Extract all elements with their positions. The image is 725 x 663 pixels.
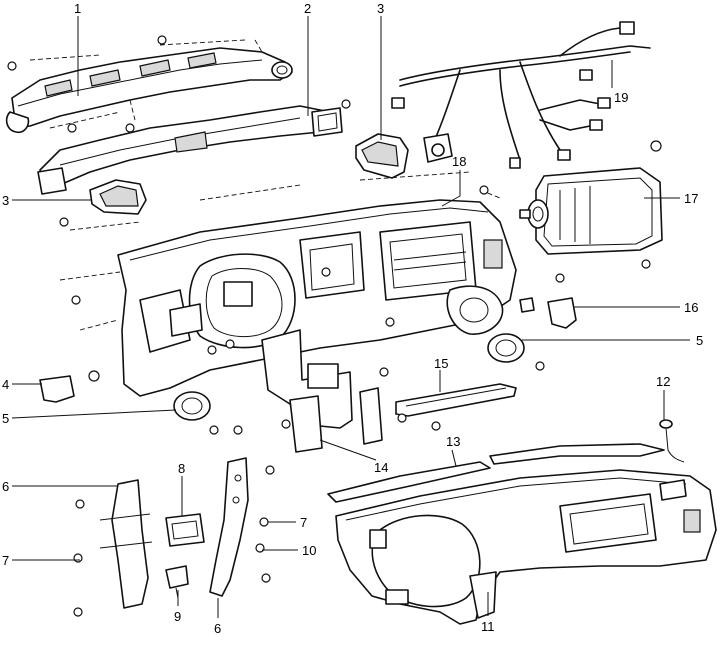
dash-top-trim-strip <box>327 443 665 503</box>
callout-18: 18 <box>452 154 466 169</box>
callout-7-right: 7 <box>300 515 307 530</box>
callout-13: 13 <box>446 434 460 449</box>
upper-air-duct <box>5 39 293 134</box>
dashboard-frame <box>59 171 517 397</box>
speaker-grille-left <box>173 391 211 421</box>
callout-8: 8 <box>178 461 185 476</box>
callout-labels: 1 2 3 3 4 5 5 6 6 7 7 8 9 10 11 12 13 14… <box>2 1 703 636</box>
support-bracket-right <box>209 457 249 597</box>
callout-17: 17 <box>684 191 698 206</box>
callout-5-right: 5 <box>696 333 703 348</box>
center-support-brackets <box>261 329 383 453</box>
dash-reinforcement-bar <box>395 383 517 417</box>
fasteners <box>7 35 662 617</box>
control-module <box>165 513 205 547</box>
passenger-airbag-module <box>519 167 663 255</box>
callout-16: 16 <box>684 300 698 315</box>
callout-2: 2 <box>304 1 311 16</box>
dashboard-panel <box>335 469 717 625</box>
callout-14: 14 <box>374 460 388 475</box>
side-vent-left <box>89 179 147 215</box>
retaining-clip <box>519 297 577 329</box>
callout-12: 12 <box>656 374 670 389</box>
callout-6-left: 6 <box>2 479 9 494</box>
solar-sensor <box>659 419 685 463</box>
callout-6-bottom: 6 <box>214 621 221 636</box>
callout-1: 1 <box>74 1 81 16</box>
callout-5-left: 5 <box>2 411 9 426</box>
side-vent-right <box>355 133 409 179</box>
callout-7-left: 7 <box>2 553 9 568</box>
callout-9: 9 <box>174 609 181 624</box>
callout-3-top: 3 <box>377 1 384 16</box>
support-bracket-left <box>99 479 153 609</box>
leader-lines <box>11 16 690 618</box>
speaker-grille-right <box>487 333 525 363</box>
callout-11: 11 <box>481 619 495 634</box>
wiring-harness <box>391 21 651 169</box>
callout-4: 4 <box>2 377 9 392</box>
callout-15: 15 <box>434 356 448 371</box>
lower-air-duct <box>37 105 343 195</box>
callout-19: 19 <box>614 90 628 105</box>
callout-10: 10 <box>302 543 316 558</box>
connector-plug <box>165 565 189 599</box>
side-bracket <box>39 370 100 403</box>
callout-3-left: 3 <box>2 193 9 208</box>
